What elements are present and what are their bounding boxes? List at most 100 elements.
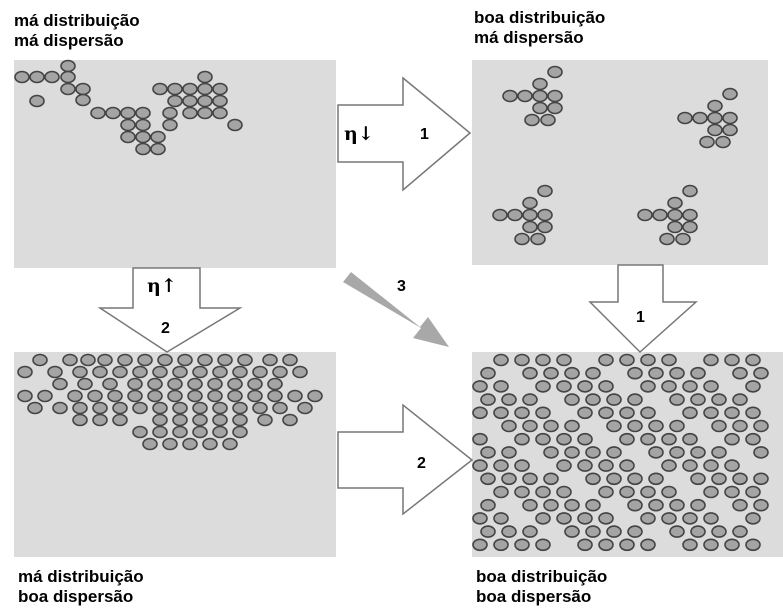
particle [37,389,53,403]
particle [690,393,706,406]
particle [267,377,283,391]
particle [606,525,622,538]
particle [535,512,551,525]
particle [472,406,488,420]
particle [232,413,248,427]
particle [619,353,635,367]
particle [619,485,635,499]
particle [606,472,622,486]
particle [732,419,748,433]
particle [97,353,113,367]
particle [132,365,148,379]
particle [543,472,559,486]
particle [667,196,683,210]
particle [692,111,708,125]
particle [537,184,553,198]
particle [117,353,133,367]
particle [172,365,188,379]
bottom-right-label-line1: boa distribuição [476,567,608,586]
particle [212,106,228,120]
particle [112,413,128,427]
particle [192,425,208,439]
particle [112,365,128,379]
particle [530,232,546,246]
particle [522,472,538,486]
particle [137,353,153,367]
particle [540,113,556,127]
particle [182,94,198,108]
particle [675,232,691,246]
particle [52,377,68,391]
top-right-label-line1: boa distribuição [474,8,606,27]
particle [501,525,517,538]
particle [690,366,706,380]
particle [227,389,243,403]
particle [537,208,553,222]
particle [556,380,572,393]
particle [222,437,238,451]
particle [493,380,509,393]
particle [172,413,188,427]
particle [627,525,643,538]
particle [102,377,118,391]
arrow-left-symbol: η↑ [147,275,177,297]
particle [72,413,88,427]
particle [669,446,685,459]
particle [480,366,496,380]
particle [493,406,509,420]
particle [732,472,748,486]
particle [577,406,593,420]
particle [167,94,183,108]
particle [640,485,656,499]
particle [67,389,83,403]
particle [556,459,572,472]
arrow-right-down [588,264,698,354]
particle [60,82,76,96]
particle [522,196,538,210]
particle [197,82,213,96]
particle [699,135,715,149]
particle [732,498,748,512]
particle [707,111,723,125]
particle [282,353,298,367]
particle [272,365,288,379]
particle [162,106,178,120]
particle [197,70,213,84]
particle [598,512,614,525]
particle [29,94,45,108]
particle [577,512,593,525]
particle [502,89,518,103]
particle [192,413,208,427]
particle [703,406,719,420]
particle [167,377,183,391]
particle [247,389,263,403]
particle [132,425,148,439]
particle [107,389,123,403]
particle [232,401,248,415]
bottom-right-label-line2: boa dispersão [476,587,592,606]
particle [669,393,685,406]
particle [619,432,635,446]
particle [120,118,136,132]
arrow-bottom-right [337,403,474,516]
particle [212,82,228,96]
particle [157,353,173,367]
particle [152,413,168,427]
particle [564,393,580,406]
particle [745,432,761,446]
particle [711,419,727,433]
particle [606,446,622,459]
particle [627,393,643,406]
particle [703,353,719,367]
particle [682,512,698,525]
bottom-left-label-line1: má distribuição [18,567,144,586]
particle [197,106,213,120]
particle [745,406,761,420]
particle [669,419,685,433]
particle [598,459,614,472]
particle [493,485,509,499]
particle [472,512,488,525]
particle [292,365,308,379]
particle [72,401,88,415]
particle [517,89,533,103]
